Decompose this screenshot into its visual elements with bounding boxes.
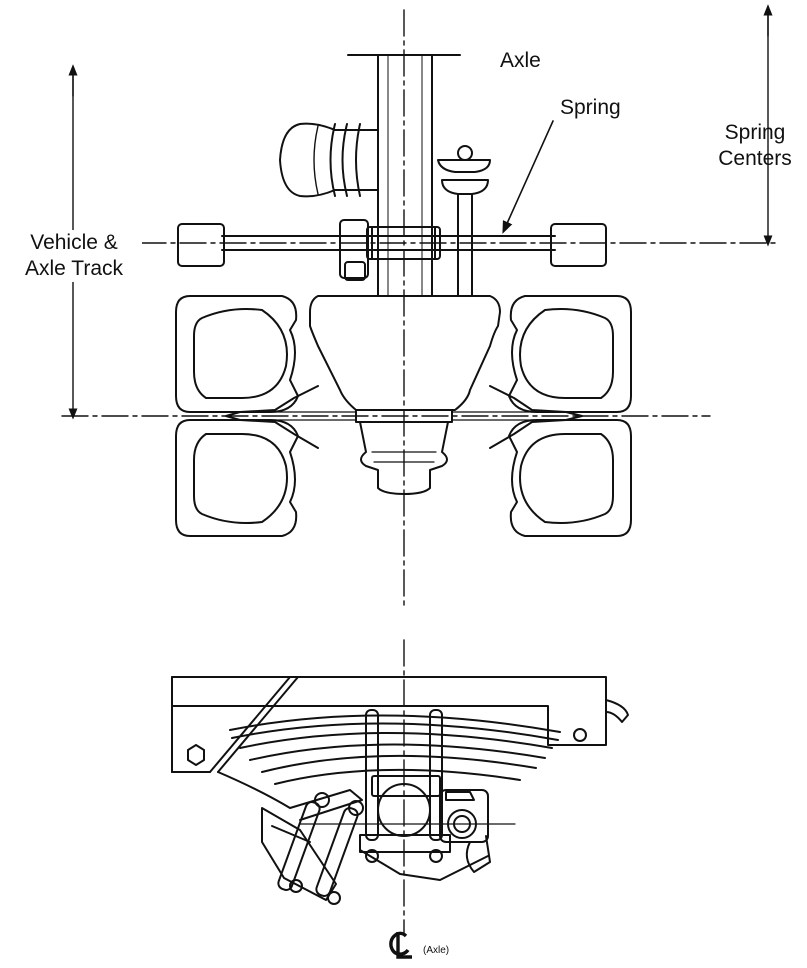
- axle-label: Axle: [500, 49, 541, 72]
- tire-upper-left: [175, 295, 299, 413]
- spring-bar: [177, 219, 607, 281]
- spring-centers-line-1: Spring: [724, 121, 786, 144]
- hub-housing: [309, 295, 501, 495]
- leaf-spring-side: [229, 714, 561, 785]
- air-chamber-side: [217, 771, 489, 905]
- spring-centers-line-2: Centers: [718, 147, 792, 170]
- tire-lower-left: [175, 419, 299, 537]
- tire-lower-right: [508, 419, 632, 537]
- spring-centers-label: Spring Centers: [705, 120, 805, 172]
- u-bolts-side: [359, 709, 451, 863]
- spring-label: Spring: [560, 96, 621, 119]
- vehicle-axle-track-line-1: Vehicle &: [30, 231, 118, 254]
- vertical-shaft: [347, 54, 461, 297]
- vehicle-axle-track-label: Vehicle & Axle Track: [6, 230, 142, 282]
- tire-upper-right: [508, 295, 632, 413]
- spring-leader: [502, 120, 554, 234]
- air-chamber: [279, 122, 379, 198]
- shock-link: [437, 145, 491, 297]
- slack-adjuster-side: [439, 789, 491, 873]
- side-view-frame: [171, 676, 629, 773]
- centerline-axle-note: (Axle): [423, 945, 450, 956]
- centerline-icon: [389, 931, 412, 959]
- vehicle-axle-track-line-2: Axle Track: [24, 257, 124, 280]
